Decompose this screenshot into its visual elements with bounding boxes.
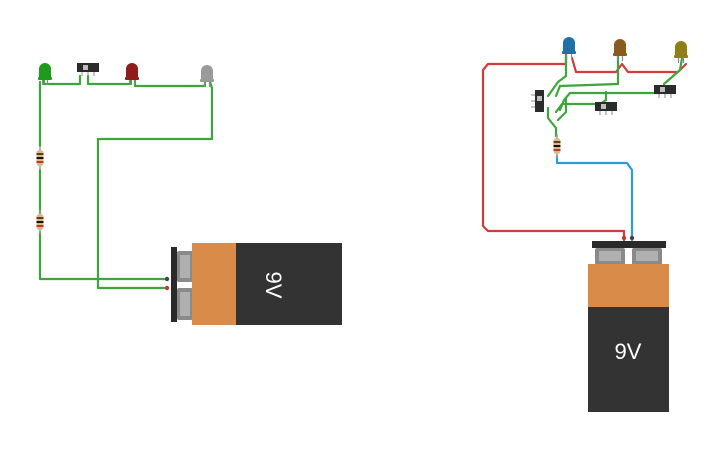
led-gray-icon[interactable]	[199, 64, 215, 88]
wire-left-return[interactable]	[96, 80, 214, 290]
slide-switch-icon[interactable]	[530, 89, 545, 113]
resistor-icon[interactable]	[35, 145, 45, 171]
circuit-left: 9V	[35, 62, 342, 325]
led-blue-icon[interactable]	[561, 36, 577, 60]
battery-9v-right[interactable]: 9V	[588, 235, 669, 412]
wire-right-blue[interactable]	[555, 154, 634, 242]
wire-right-green[interactable]	[546, 54, 684, 138]
slide-switch-icon[interactable]	[594, 101, 618, 116]
slide-switch-icon[interactable]	[76, 62, 100, 77]
battery-9v-left[interactable]: 9V	[164, 243, 342, 325]
slide-switch-icon[interactable]	[653, 84, 677, 99]
resistor-icon[interactable]	[35, 209, 45, 235]
resistor-icon[interactable]	[552, 133, 562, 159]
wire-right-red[interactable]	[481, 52, 688, 242]
wire-left-resistor-path[interactable]	[38, 80, 166, 281]
circuit-right: 9V	[481, 36, 689, 412]
battery-label: 9V	[615, 339, 642, 364]
wire-left-top[interactable]	[42, 74, 207, 88]
led-brown-icon[interactable]	[612, 38, 628, 62]
battery-label: 9V	[261, 272, 286, 299]
